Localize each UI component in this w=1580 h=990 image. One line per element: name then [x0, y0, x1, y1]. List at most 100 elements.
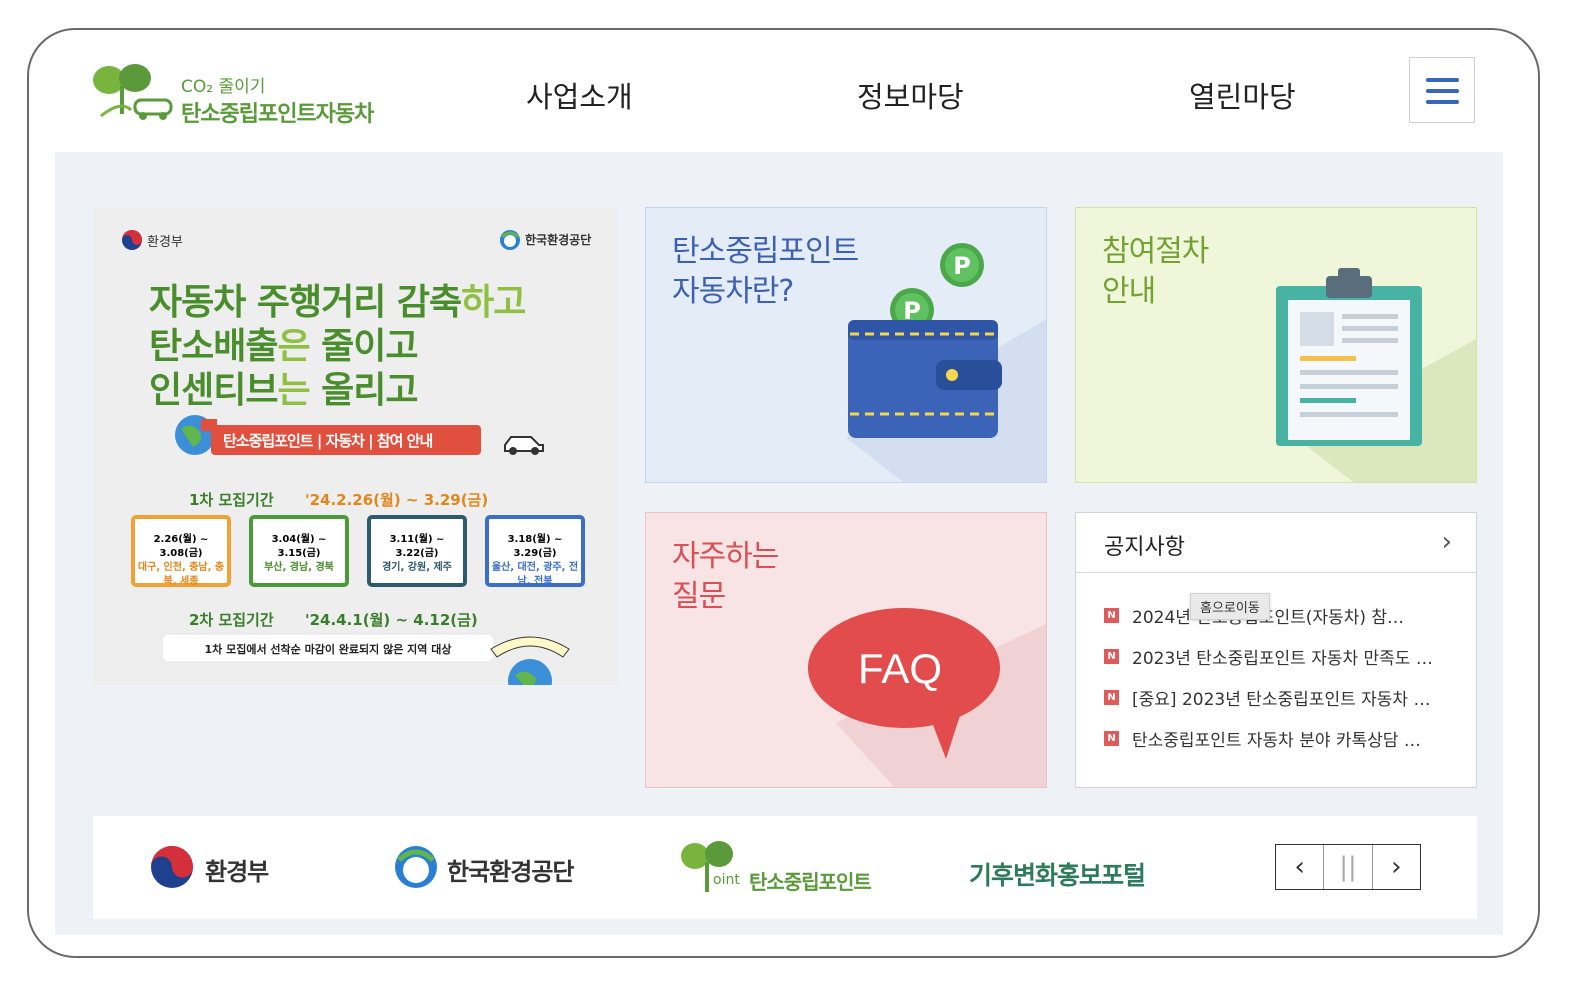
- round1-card-1: 2.26(월) ~ 3.08(금) 대구, 인천, 충남, 충북, 세종: [131, 515, 231, 587]
- taegeuk-icon: [122, 230, 142, 250]
- notice-item[interactable]: N 탄소중립포인트 자동차 분야 카톡상담 …: [1104, 718, 1464, 759]
- partner-climate-portal[interactable]: 기후변화홍보포털: [969, 861, 1146, 890]
- partner-moe-label: 환경부: [205, 858, 269, 886]
- notice-list: N 2024년 탄소중립포인트(자동차) 참… N 2023년 탄소중립포인트 …: [1104, 595, 1464, 759]
- home-tooltip: 홈으로이동: [1190, 593, 1270, 620]
- sprout-icon: [681, 841, 733, 892]
- nav-about[interactable]: 사업소개: [526, 80, 633, 114]
- round1-card-4: 3.18(월) ~ 3.29(금) 울산, 대전, 광주, 전남, 전북: [485, 515, 585, 587]
- headline-bold: 자동차 주행거리 감축: [149, 282, 462, 323]
- notice-item[interactable]: N 2024년 탄소중립포인트(자동차) 참…: [1104, 595, 1464, 636]
- hamburger-icon: [1426, 78, 1459, 82]
- headline-bold: 올리고: [321, 370, 418, 411]
- headline-light: 는: [277, 370, 322, 411]
- card-date: 3.04(월) ~ 3.15(금): [271, 534, 327, 559]
- notice-title: 공지사항: [1104, 535, 1185, 560]
- main-content: 환경부 한국환경공단 자동차 주행거리 감축하고 탄소배출은 줄이고 인센티브는…: [55, 152, 1503, 935]
- new-badge-icon: N: [1104, 690, 1119, 705]
- banner-pill: 탄소중립포인트 | 자동차 | 참여 안내: [211, 425, 481, 455]
- notice-item-text: 탄소중립포인트 자동차 분야 카톡상담 …: [1132, 731, 1421, 751]
- tile-line: 자주하는: [672, 539, 779, 574]
- round1-card-3: 3.11(월) ~ 3.22(금) 경기, 강원, 제주: [367, 515, 467, 587]
- headline-bold: 줄이고: [321, 326, 418, 367]
- chevron-right-icon[interactable]: ›: [1391, 852, 1402, 882]
- logo-subtitle: CO₂ 줄이기: [181, 77, 266, 97]
- sprout-car-icon: [93, 64, 173, 120]
- banner-headline-1: 자동차 주행거리 감축하고: [149, 273, 526, 325]
- keco-icon: [500, 230, 520, 250]
- car-icon: [504, 436, 544, 455]
- card-date: 3.11(월) ~ 3.22(금): [389, 534, 445, 559]
- wallet-icon: P P: [846, 243, 1046, 482]
- banner-headline-3: 인센티브는 올리고: [149, 361, 419, 413]
- notice-item-text: 2023년 탄소중립포인트 자동차 만족도 …: [1132, 649, 1433, 669]
- banner-org-right: 한국환경공단: [525, 233, 592, 247]
- tile-line: 자동차란?: [672, 274, 794, 309]
- card-date: 3.18(월) ~ 3.29(금): [507, 534, 563, 559]
- campaign-banner[interactable]: 환경부 한국환경공단 자동차 주행거리 감축하고 탄소배출은 줄이고 인센티브는…: [93, 207, 617, 685]
- tile-procedure[interactable]: 참여절차 안내: [1075, 207, 1477, 483]
- round1-label: 1차 모집기간: [189, 491, 274, 509]
- new-badge-icon: N: [1104, 608, 1119, 623]
- tile-faq-title: 자주하는 질문: [672, 537, 779, 617]
- headline-bold: 인센티브: [149, 370, 278, 411]
- logo-title: 탄소중립포인트자동차: [181, 102, 374, 127]
- svg-text:P: P: [903, 297, 921, 325]
- headline-light: 하고: [461, 282, 526, 323]
- round2-note: 1차 모집에서 선착순 마감이 완료되지 않은 지역 대상: [163, 635, 493, 661]
- card-region: 경기, 강원, 제주: [382, 562, 452, 573]
- hamburger-line: [1426, 89, 1459, 93]
- notice-header: 공지사항 ›: [1076, 513, 1476, 573]
- site-logo[interactable]: CO₂ 줄이기 탄소중립포인트자동차: [91, 58, 421, 128]
- partner-cpoint[interactable]: oint 탄소중립포인트: [679, 838, 879, 894]
- clipboard-icon: [1276, 268, 1476, 482]
- partner-keco-label: 한국환경공단: [447, 858, 574, 886]
- partner-logos-bar: 환경부 한국환경공단 oint 탄소중립포인트 기후변화홍보포털: [93, 816, 1477, 919]
- tile-line: 탄소중립포인트: [672, 234, 859, 269]
- chevron-right-icon[interactable]: ›: [1441, 527, 1452, 557]
- partner-cpoint-prefix: oint: [713, 872, 740, 888]
- tile-line: 참여절차: [1102, 234, 1209, 269]
- round2-date: '24.4.1(월) ~ 4.12(금): [305, 611, 478, 629]
- partner-cpoint-label: 탄소중립포인트: [749, 870, 872, 894]
- round1-date: '24.2.26(월) ~ 3.29(금): [305, 491, 489, 509]
- pause-icon[interactable]: ||: [1324, 845, 1373, 889]
- headline-bold: 탄소배출: [149, 326, 278, 367]
- card-date: 2.26(월) ~ 3.08(금): [153, 534, 209, 559]
- browser-frame: CO₂ 줄이기 탄소중립포인트자동차 사업소개 정보마당 열린마당 환경부 한국: [27, 28, 1540, 958]
- new-badge-icon: N: [1104, 649, 1119, 664]
- headline-light: 은: [277, 326, 322, 367]
- banner-headline-2: 탄소배출은 줄이고: [149, 317, 419, 369]
- round2-label: 2차 모집기간: [189, 611, 274, 629]
- notice-item[interactable]: N 2023년 탄소중립포인트 자동차 만족도 …: [1104, 636, 1464, 677]
- hamburger-menu-button[interactable]: [1409, 57, 1475, 123]
- svg-text:P: P: [953, 252, 971, 280]
- new-badge-icon: N: [1104, 731, 1119, 746]
- tile-about-car[interactable]: 탄소중립포인트 자동차란? P P: [645, 207, 1047, 483]
- partner-moe[interactable]: 환경부: [149, 844, 289, 894]
- keco-icon: [395, 846, 437, 888]
- tile-proc-title: 참여절차 안내: [1102, 232, 1209, 312]
- taegeuk-icon: [151, 846, 193, 888]
- hamburger-line: [1426, 100, 1459, 104]
- tile-car-title: 탄소중립포인트 자동차란?: [672, 232, 859, 312]
- tile-line: 안내: [1102, 274, 1156, 309]
- partner-keco[interactable]: 한국환경공단: [393, 844, 583, 894]
- notice-panel: 공지사항 › N 2024년 탄소중립포인트(자동차) 참… N 2023년 탄…: [1075, 512, 1477, 788]
- nav-open[interactable]: 열린마당: [1189, 80, 1296, 114]
- tile-line: 질문: [672, 579, 726, 614]
- round1-card-2: 3.04(월) ~ 3.15(금) 부산, 경남, 경북: [249, 515, 349, 587]
- banner-org-left: 환경부: [147, 235, 183, 250]
- logo-slider-controls: ‹ || ›: [1275, 844, 1421, 890]
- notice-item[interactable]: N [중요] 2023년 탄소중립포인트 자동차 …: [1104, 677, 1464, 718]
- card-region: 부산, 경남, 경북: [264, 562, 334, 573]
- earth-sign-icon: [490, 636, 570, 685]
- site-header: CO₂ 줄이기 탄소중립포인트자동차 사업소개 정보마당 열린마당: [29, 30, 1538, 152]
- speech-bubble-icon: [808, 608, 1046, 787]
- tile-faq[interactable]: 자주하는 질문 FAQ: [645, 512, 1047, 788]
- faq-label: FAQ: [858, 645, 943, 692]
- notice-item-text: [중요] 2023년 탄소중립포인트 자동차 …: [1132, 690, 1431, 710]
- card-region: 울산, 대전, 광주, 전남, 전북: [491, 562, 579, 587]
- nav-info[interactable]: 정보마당: [857, 80, 964, 114]
- chevron-left-icon[interactable]: ‹: [1276, 845, 1325, 889]
